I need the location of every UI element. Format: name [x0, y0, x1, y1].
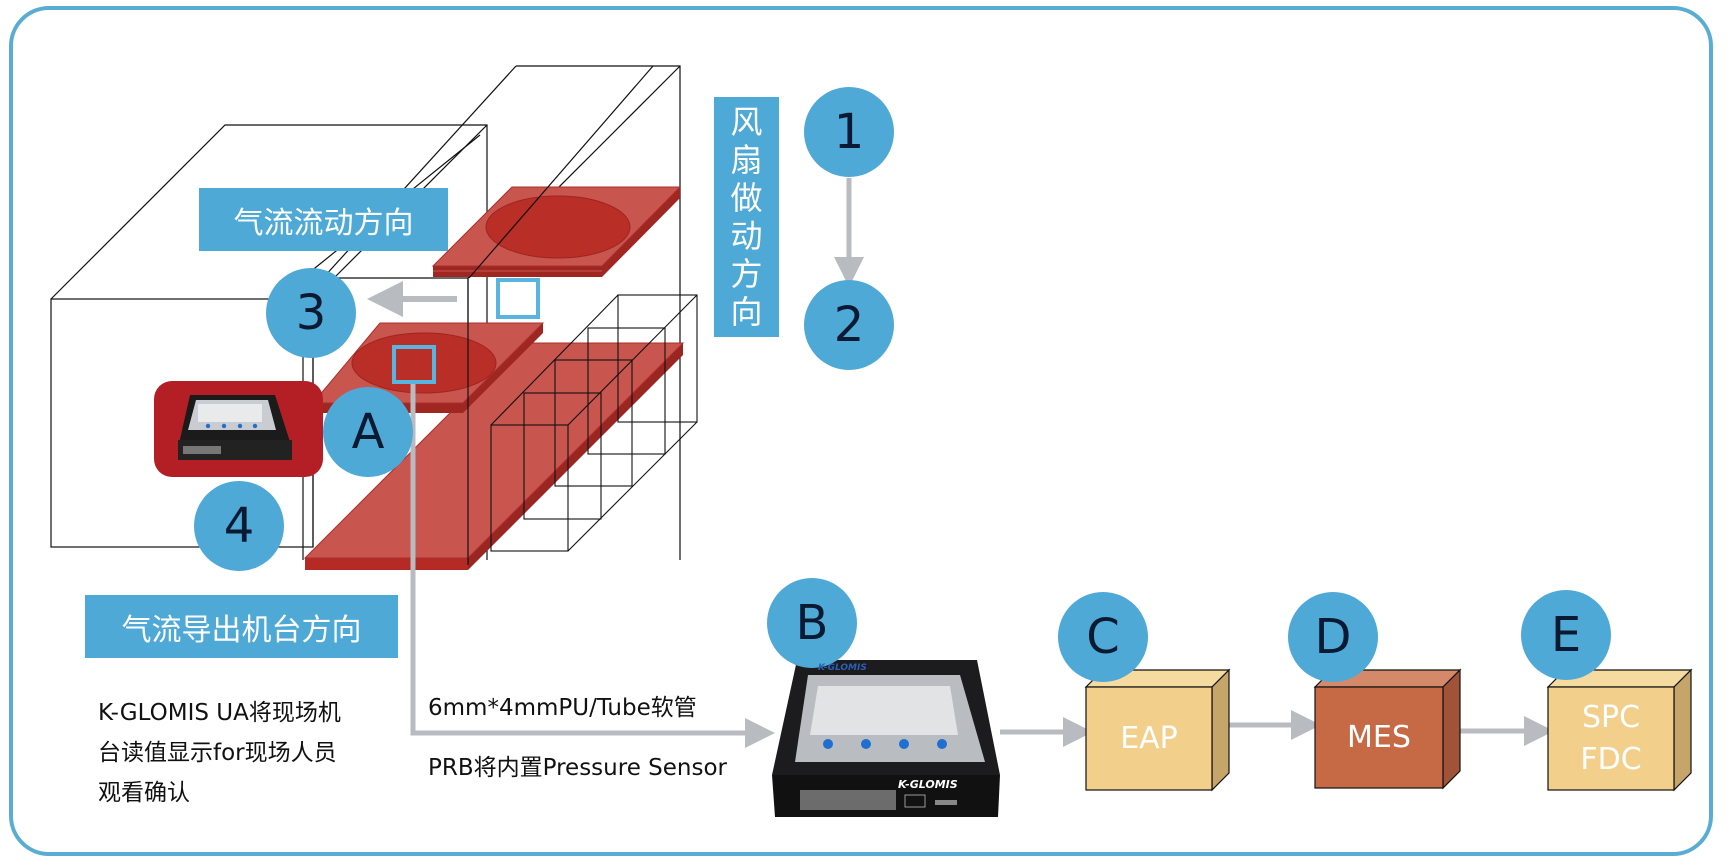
step-badge-1: 1 [804, 87, 894, 177]
point-badge-c: C [1058, 592, 1148, 682]
step-badge-2: 2 [804, 280, 894, 370]
upper-sensor-marker [496, 278, 540, 319]
spc-fdc-label: SPC FDC [1548, 687, 1674, 790]
eap-cube [1084, 668, 1231, 792]
spc-label-text: SPC [1581, 699, 1641, 735]
fan-label-char: 风 [730, 103, 763, 141]
airflow-direction-label: 气流流动方向 [199, 188, 448, 251]
pu-tube-line [410, 384, 775, 748]
diagonal-edge [468, 65, 654, 279]
diagram-frame [9, 6, 1713, 856]
eap-label: EAP [1086, 687, 1212, 790]
description-line: 台读值显示for现场人员 [98, 740, 337, 766]
upper-red-plate [431, 186, 682, 277]
fan-label-char: 做 [730, 179, 763, 217]
eap-label-text: EAP [1120, 720, 1178, 756]
fan-label-char: 动 [730, 217, 763, 255]
sensor-a-marker [392, 345, 436, 384]
right-module-wireframe [490, 294, 698, 552]
tube-spec-text: 6mm*4mmPU/Tube软管 [428, 695, 697, 721]
fan-label-char: 扇 [730, 141, 763, 179]
pressure-sensor-text: PRB将内置Pressure Sensor [428, 755, 727, 781]
k-glomis-device [772, 660, 1000, 817]
display-device-small [178, 395, 292, 460]
mes-label-text: MES [1347, 719, 1411, 755]
step-badge-4: 4 [194, 481, 284, 571]
mes-label: MES [1315, 687, 1443, 788]
device-screen-brand: K-GLOMIS [818, 663, 867, 673]
point-badge-d: D [1288, 592, 1378, 682]
step-badge-3: 3 [266, 268, 356, 358]
point-badge-e: E [1521, 590, 1611, 680]
description-line: 观看确认 [98, 780, 190, 806]
point-badge-a: A [323, 387, 413, 477]
airflow-exit-direction-label: 气流导出机台方向 [85, 595, 398, 658]
description-line: K-GLOMIS UA将现场机 [98, 700, 341, 726]
fan-label-char: 方 [730, 255, 763, 293]
fdc-label-text: FDC [1580, 741, 1642, 777]
device-brand: K-GLOMIS [898, 778, 958, 791]
fan-label-char: 向 [730, 293, 763, 331]
point-badge-b: B [767, 578, 857, 668]
description-text: K-GLOMIS UA将现场机 台读值显示for现场人员 观看确认 [98, 693, 341, 813]
fan-direction-label: 风 扇 做 动 方 向 [714, 97, 779, 337]
